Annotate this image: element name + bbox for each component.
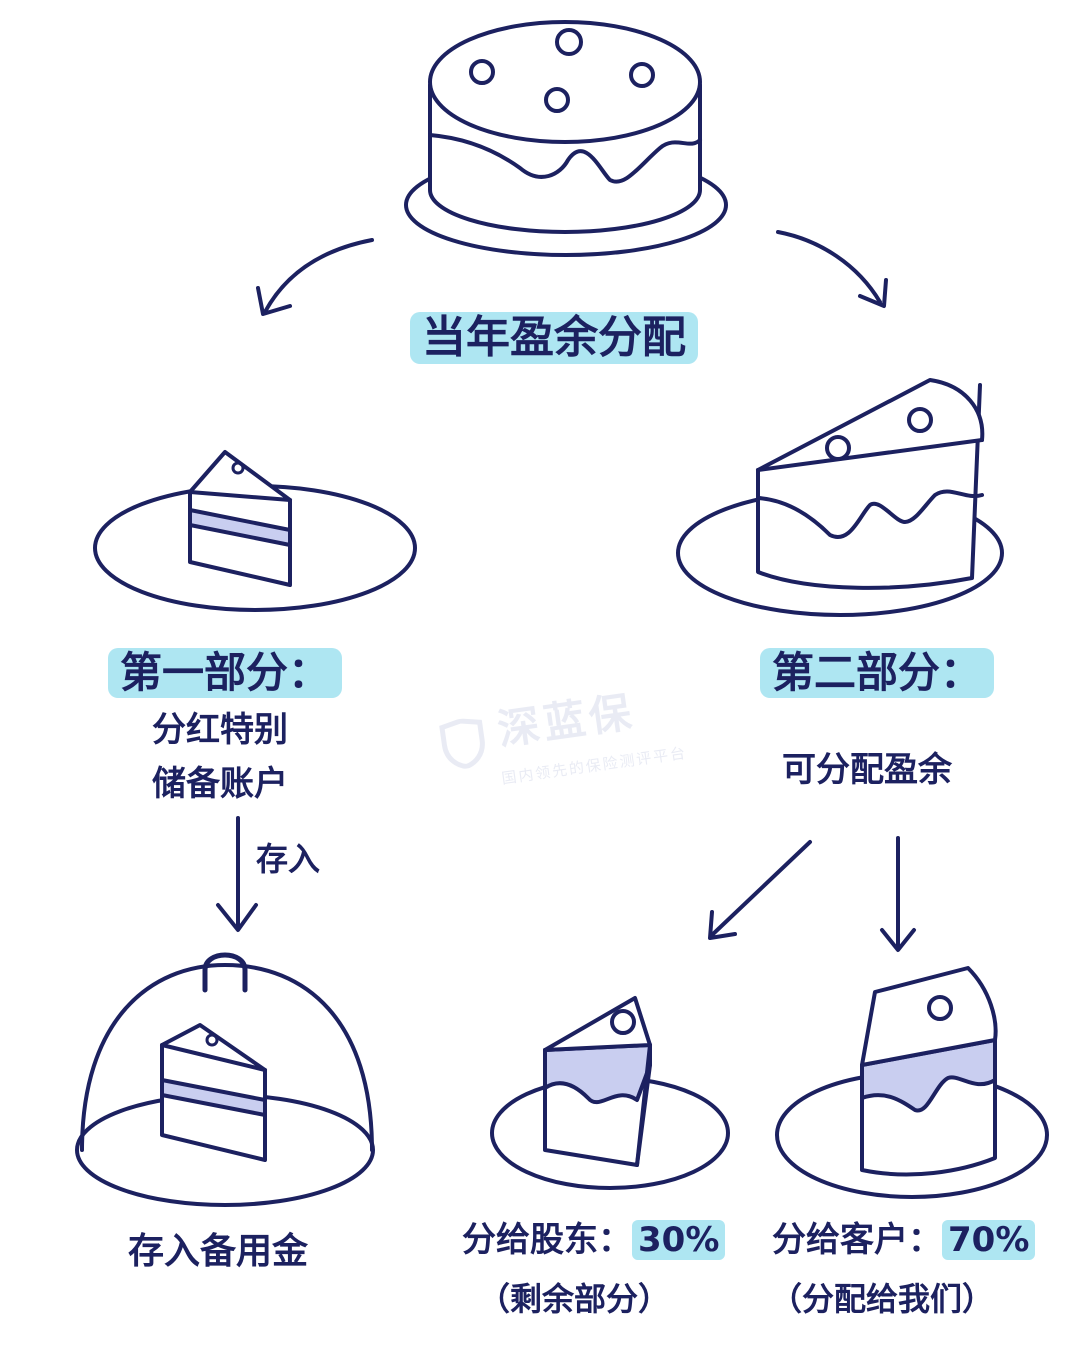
- part2-subtitle: 可分配盈余: [782, 750, 952, 790]
- arrow-right: [776, 230, 888, 308]
- shield-icon: [437, 715, 490, 775]
- deposit-label: 存入: [256, 840, 321, 878]
- arrow-down-left: [216, 816, 258, 932]
- customers-label: 分给客户：: [772, 1220, 942, 1260]
- part2-heading: 第二部分：: [760, 648, 995, 699]
- cake-slice-plate-icon: [93, 450, 417, 612]
- customers-percent: 70%: [942, 1220, 1036, 1260]
- whole-cake-icon: [404, 20, 728, 257]
- shareholders-row: 分给股东：30%: [462, 1220, 726, 1260]
- part1-heading: 第一部分：: [108, 648, 343, 699]
- shareholder-slice-icon: [490, 996, 730, 1190]
- shareholders-label: 分给股东：: [462, 1220, 632, 1260]
- customer-slice-icon: [775, 966, 1049, 1199]
- arrow-to-customers: [880, 836, 916, 952]
- watermark: 深蓝保 国内领先的保险测评平台: [435, 672, 688, 796]
- arrow-to-shareholders: [708, 840, 812, 940]
- customers-row: 分给客户：70%: [772, 1220, 1036, 1260]
- watermark-brand: 深蓝保: [494, 686, 639, 755]
- shareholders-percent: 30%: [632, 1220, 726, 1260]
- arrow-left: [256, 238, 374, 316]
- part1-line2: 储备账户: [152, 764, 288, 804]
- part1-line1: 分红特别: [152, 710, 288, 750]
- customers-note: （分配给我们）: [770, 1280, 995, 1318]
- shareholders-note: （剩余部分）: [478, 1280, 671, 1318]
- cloche-cake-icon: [75, 952, 375, 1207]
- half-cake-icon: [676, 378, 1004, 617]
- title: 当年盈余分配: [410, 312, 698, 365]
- reserve-label: 存入备用金: [128, 1231, 309, 1272]
